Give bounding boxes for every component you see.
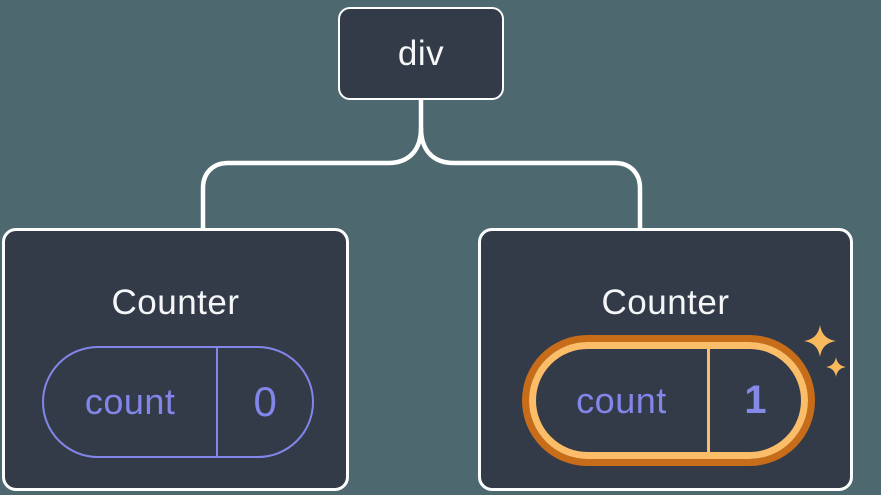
counter-1-state-value: 0 xyxy=(216,348,312,456)
counter-2-state-value: 1 xyxy=(706,349,801,452)
counter-2-state-pill-highlighted: count 1 xyxy=(529,342,808,459)
connector-left-branch xyxy=(200,127,424,230)
counter-2-state-key: count xyxy=(576,379,667,421)
counter-1-state-key: count xyxy=(84,381,176,422)
counter-2-title: Counter xyxy=(601,283,730,322)
root-node-label: div xyxy=(397,33,445,73)
tree-node-root: div xyxy=(338,7,504,100)
tree-node-counter-2: Counter count 1 xyxy=(478,228,853,491)
counter-1-state-pill: count 0 xyxy=(42,346,314,458)
connector-right-branch xyxy=(418,127,643,230)
sparkles-icon xyxy=(804,325,846,377)
tree-node-counter-1: Counter count 0 xyxy=(2,228,349,491)
counter-1-title: Counter xyxy=(111,283,240,322)
